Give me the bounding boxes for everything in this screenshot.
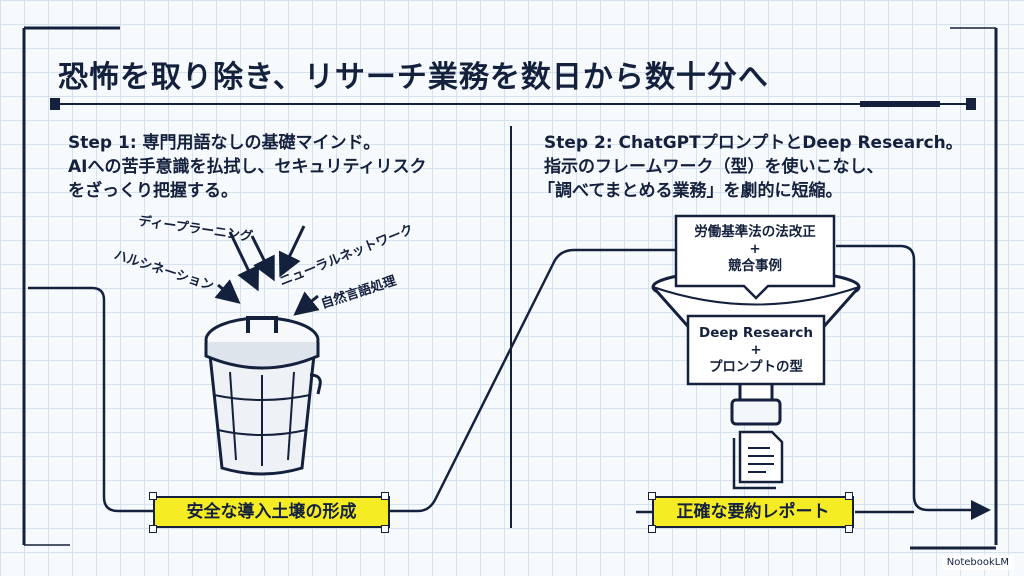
step2-line-2: 「調べてまとめる業務」を劇的に短縮。 (538, 181, 843, 201)
title-underline (50, 98, 976, 110)
term-arrows (214, 225, 320, 316)
funnel-box-line-1: Deep Research (698, 325, 813, 341)
funnel-box-plus: + (750, 342, 762, 358)
funnel-box-line-2: プロンプトの型 (708, 359, 804, 375)
funnel-box-frame (686, 314, 826, 386)
document-icon (732, 430, 784, 490)
label-handle (845, 525, 853, 533)
label-handle (149, 525, 157, 533)
notebooklm-watermark: NotebookLM (941, 555, 1014, 570)
trash-can-icon (204, 316, 322, 476)
input-box-line-2: 競合事例 (728, 258, 782, 274)
funnel-box-text: Deep Research + プロンプトの型 (690, 325, 822, 376)
step2-line-1: 指示のフレームワーク（型）を使いこなし、 (544, 157, 884, 177)
outer-frame (22, 26, 998, 550)
flow-line (28, 248, 676, 513)
label-handle (381, 492, 389, 500)
label-handle (845, 492, 853, 500)
step1-title: Step 1: 専門用語なしの基礎マインド。 (68, 133, 381, 153)
step1-line-2: をざっくり把握する。 (68, 181, 238, 201)
page-title: 恐怖を取り除き、リサーチ業務を数日から数十分へ (58, 60, 769, 95)
label-handle (648, 525, 656, 533)
input-box-frame (674, 214, 836, 300)
input-box-line-1: 労働基準法の法改正 (694, 224, 816, 240)
label-handle (149, 492, 157, 500)
input-box-text: 労働基準法の法改正 + 競合事例 (678, 224, 832, 275)
label-handle (381, 525, 389, 533)
step2-result-label: 正確な要約レポート (652, 496, 854, 528)
step1-line-1: AIへの苦手意識を払拭し、セキュリティリスク (68, 157, 427, 177)
step1-result-label: 安全な導入土壌の形成 (153, 496, 390, 528)
input-box-plus: + (749, 241, 761, 257)
step2-title: Step 2: ChatGPTプロンプトとDeep Research。 (544, 133, 963, 153)
label-handle (648, 492, 656, 500)
flow-line-right (836, 244, 991, 520)
